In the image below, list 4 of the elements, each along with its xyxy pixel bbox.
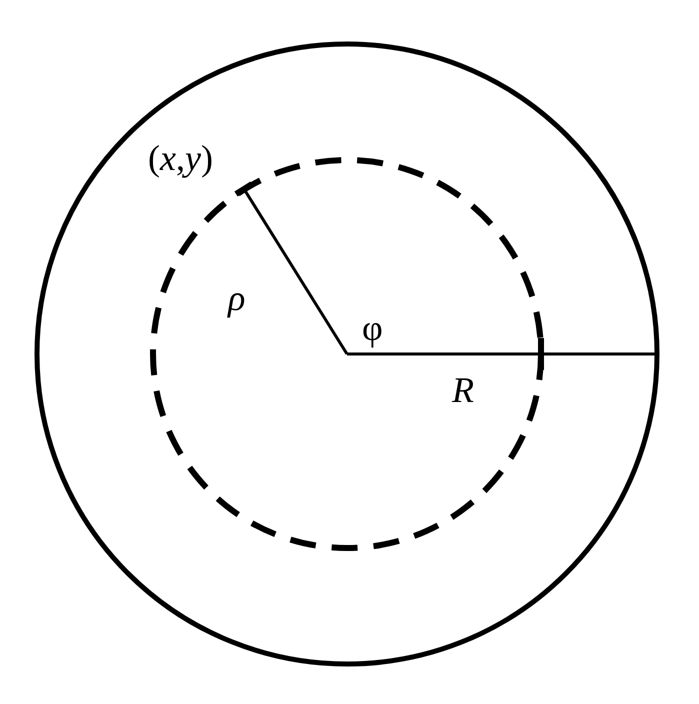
angle-label: φ <box>362 310 383 346</box>
radius-label: ρ <box>228 280 246 316</box>
radius-label: R <box>452 372 474 408</box>
point-label: (x,y) <box>148 140 213 176</box>
